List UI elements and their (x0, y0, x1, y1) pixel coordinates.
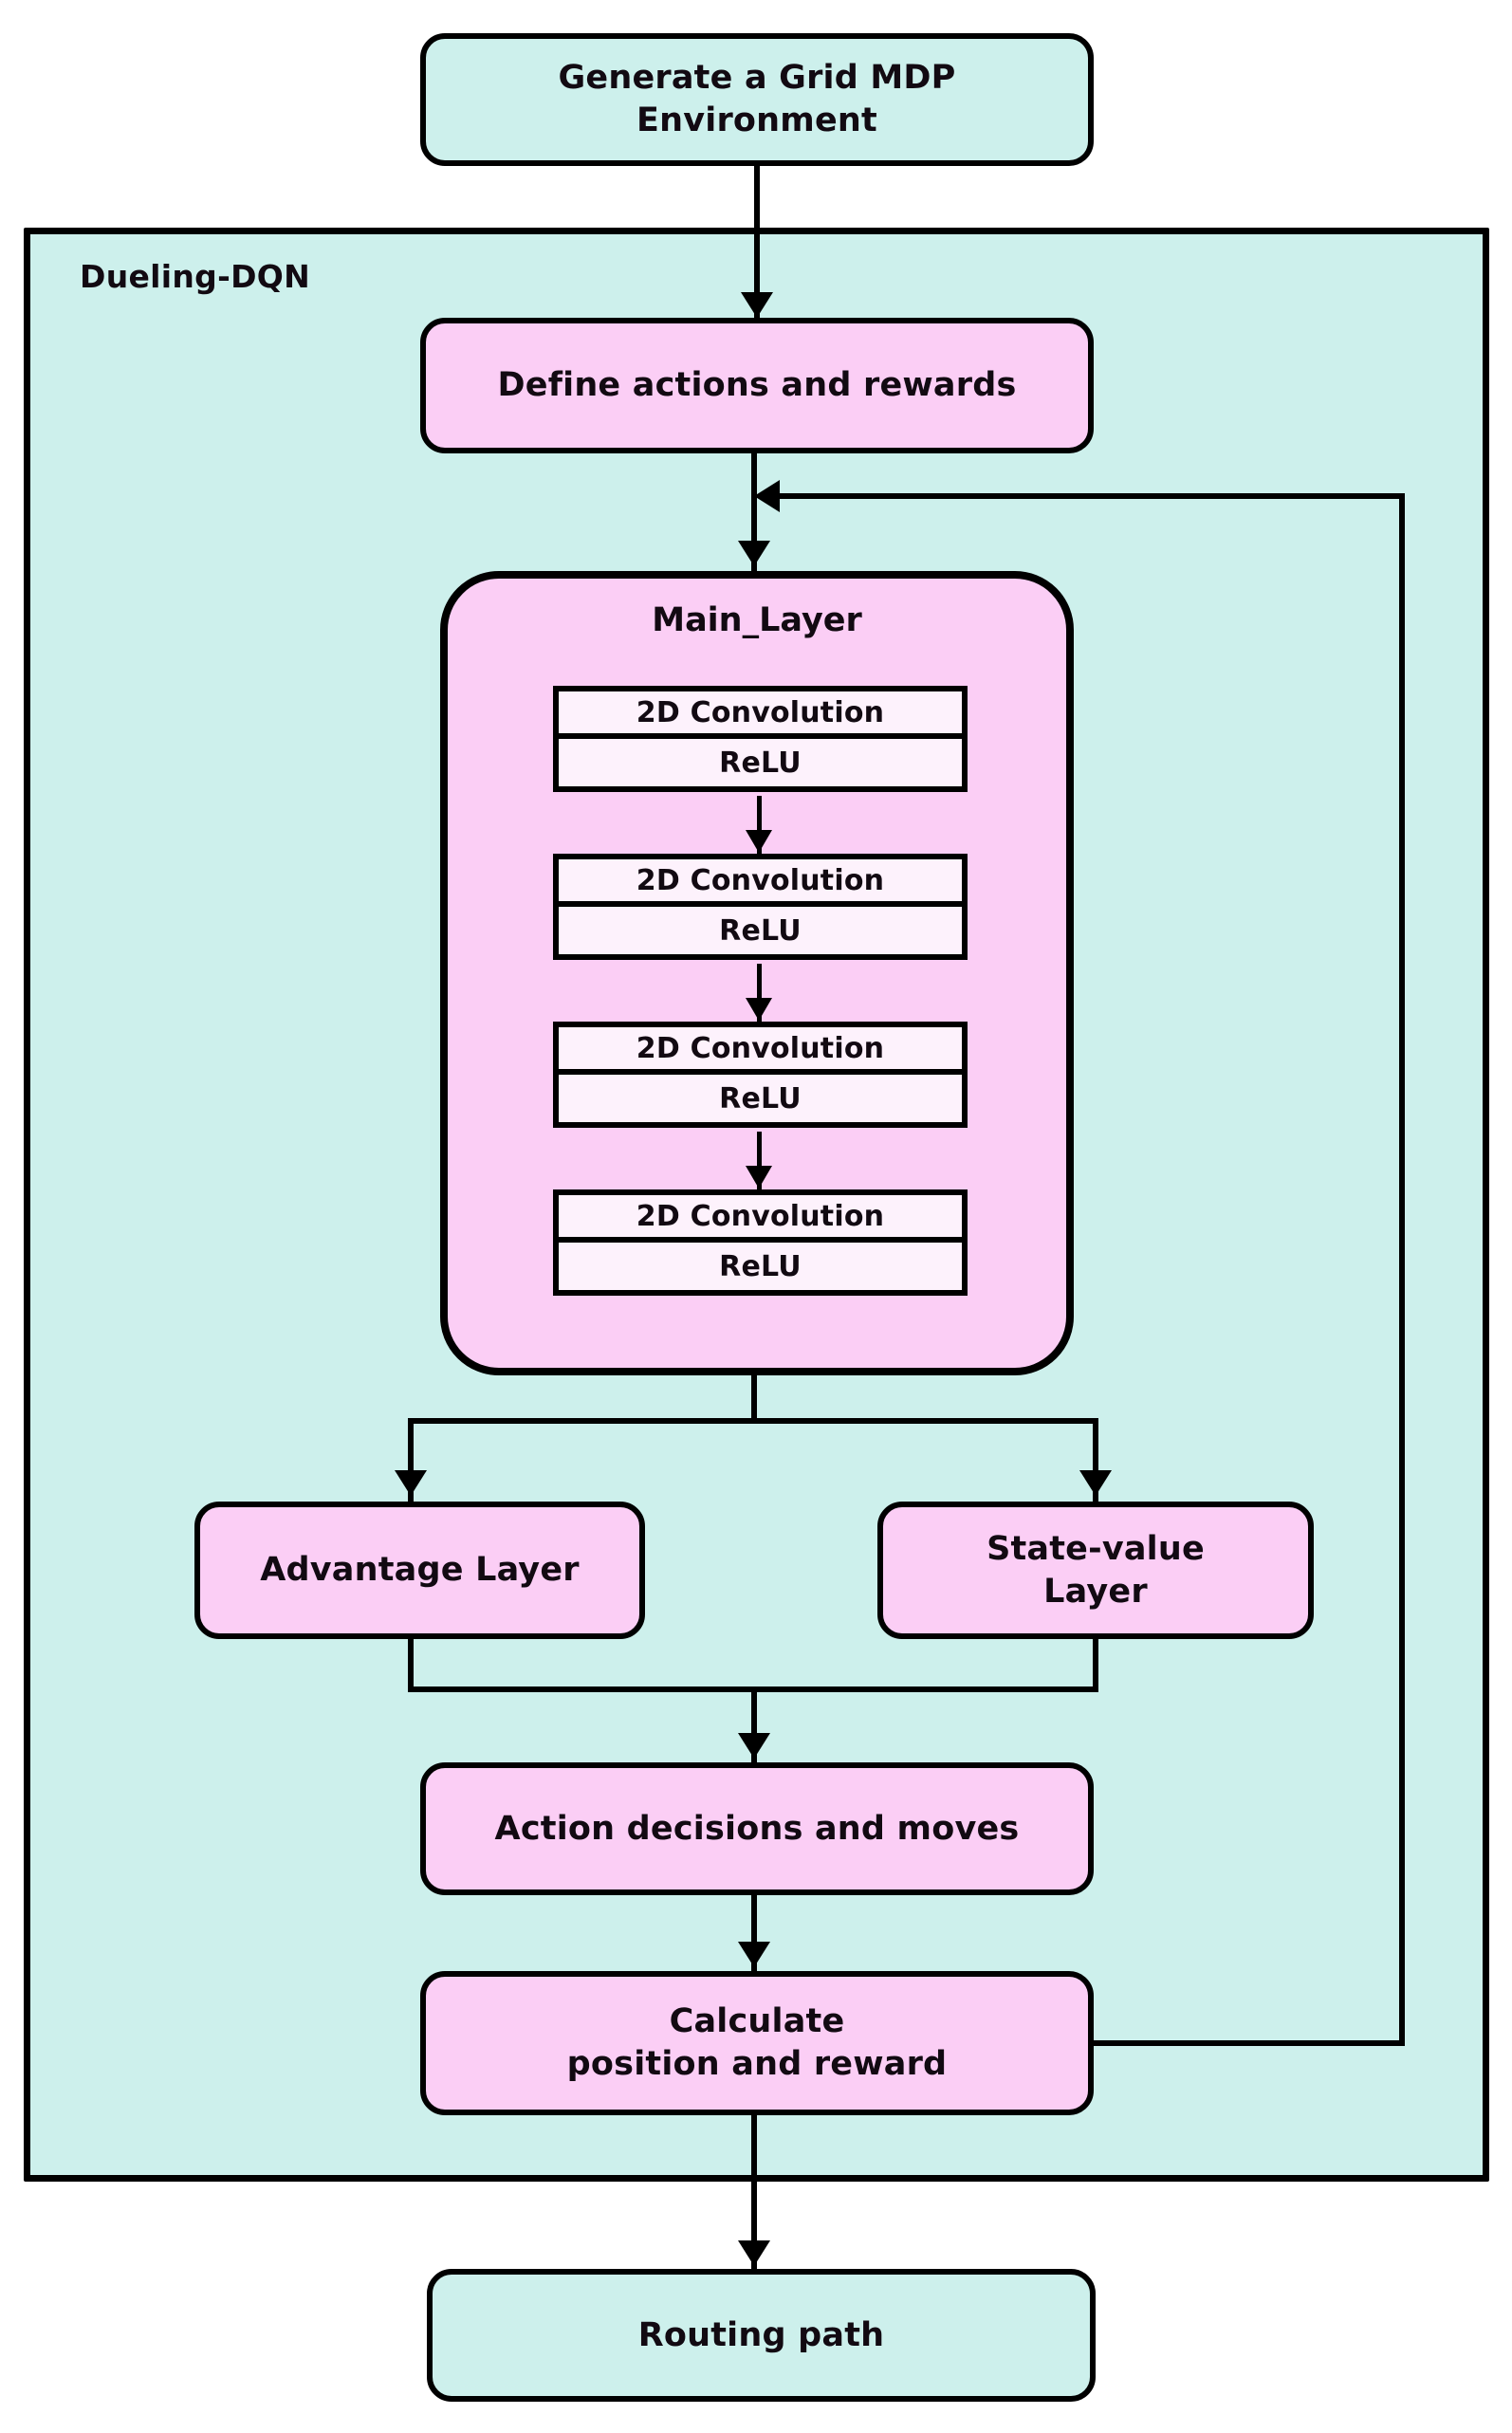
conv-label-1: 2D Convolution (559, 691, 962, 739)
node-state-value-line2: Layer (1043, 1572, 1148, 1611)
edge-mainlayer-trunk (751, 1375, 757, 1423)
arrowhead-conv3-to-conv4 (746, 1166, 772, 1189)
relu-label-3: ReLU (559, 1075, 962, 1122)
edge-feedback-right (1399, 493, 1405, 2046)
edge-state-value-drop (1093, 1639, 1098, 1691)
edge-define-to-mainlayer (751, 453, 757, 573)
main-layer-title: Main_Layer (652, 601, 862, 639)
node-state-value-layer: State-value Layer (877, 1502, 1314, 1639)
edge-feedback-top (770, 493, 1405, 499)
edge-feedback-bottom (1089, 2040, 1405, 2046)
node-calculate-line1: Calculate (669, 2002, 845, 2041)
node-action-decisions-and-moves: Action decisions and moves (420, 1762, 1094, 1895)
arrowhead-conv2-to-conv3 (746, 998, 772, 1021)
conv-label-3: 2D Convolution (559, 1027, 962, 1075)
edge-split-right-drop (1093, 1418, 1098, 1503)
node-action-decisions-label: Action decisions and moves (494, 1809, 1020, 1848)
edge-merge-to-action (751, 1687, 757, 1766)
conv-label-4: 2D Convolution (559, 1195, 962, 1243)
edge-generate-to-define (754, 166, 760, 327)
node-routing-path: Routing path (427, 2269, 1096, 2402)
node-main-layer: Main_Layer 2D Convolution ReLU 2D Convol… (440, 571, 1074, 1375)
node-define-actions-and-rewards: Define actions and rewards (420, 318, 1094, 453)
arrowhead-to-advantage-layer (395, 1470, 427, 1496)
edge-split-bar (408, 1418, 1098, 1424)
node-define-actions-label: Define actions and rewards (497, 366, 1017, 405)
node-state-value-line1: State-value (986, 1529, 1205, 1568)
edge-conv3-to-conv4 (757, 1132, 762, 1189)
conv-label-2: 2D Convolution (559, 859, 962, 907)
conv-block-4: 2D Convolution ReLU (553, 1189, 968, 1296)
relu-label-4: ReLU (559, 1243, 962, 1290)
edge-conv2-to-conv3 (757, 964, 762, 1022)
conv-block-2: 2D Convolution ReLU (553, 854, 968, 960)
edge-advantage-drop (408, 1639, 414, 1691)
edge-conv1-to-conv2 (757, 796, 762, 854)
arrowhead-feedback-into-trunk (754, 480, 780, 512)
arrowhead-action-to-calculate (738, 1942, 770, 1967)
edge-split-left-drop (408, 1418, 414, 1503)
arrowhead-merge-to-action (738, 1733, 770, 1759)
arrowhead-generate-to-define (741, 292, 773, 318)
edge-calculate-to-routing (751, 2115, 757, 2278)
node-advantage-layer-label: Advantage Layer (260, 1551, 580, 1590)
node-advantage-layer: Advantage Layer (194, 1502, 645, 1639)
relu-label-2: ReLU (559, 907, 962, 954)
node-generate-line2: Environment (636, 101, 877, 139)
arrowhead-calculate-to-routing (738, 2240, 770, 2266)
arrowhead-conv1-to-conv2 (746, 830, 772, 853)
node-generate-line1: Generate a Grid MDP (558, 59, 956, 98)
edge-action-to-calculate (751, 1895, 757, 1975)
node-generate-grid-mdp-environment: Generate a Grid MDP Environment (420, 33, 1094, 166)
dueling-dqn-label: Dueling-DQN (80, 258, 311, 295)
arrowhead-to-state-value-layer (1079, 1470, 1112, 1496)
conv-block-3: 2D Convolution ReLU (553, 1022, 968, 1128)
node-routing-path-label: Routing path (637, 2315, 885, 2354)
node-calculate-line2: position and reward (566, 2045, 948, 2083)
node-calculate-position-and-reward: Calculate position and reward (420, 1971, 1094, 2115)
conv-block-1: 2D Convolution ReLU (553, 686, 968, 792)
relu-label-1: ReLU (559, 739, 962, 786)
arrowhead-define-to-mainlayer (738, 541, 770, 566)
